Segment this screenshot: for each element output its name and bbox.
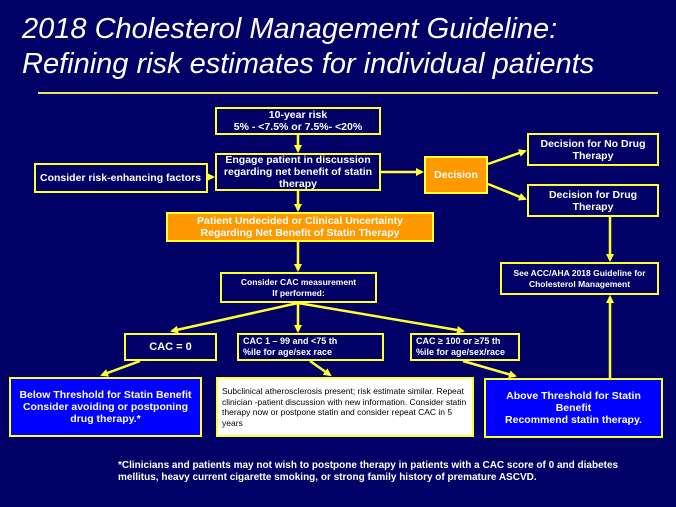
footnote: *Clinicians and patients may not wish to… <box>118 460 619 483</box>
arrow-cac100-to-above <box>462 359 517 379</box>
cac-zero-box: CAC = 0 <box>124 333 217 361</box>
ten-year-risk-box: 10-year risk 5% - <7.5% or 7.5%- <20% <box>215 107 381 135</box>
subclinical-atherosclerosis-box: Subclinical atherosclerosis present; ris… <box>216 377 474 437</box>
title-divider <box>38 92 658 94</box>
arrow-decision-to-drug <box>487 182 527 201</box>
arrow-to-caczero <box>170 301 299 334</box>
above-threshold-box: Above Threshold for Statin Benefit Recom… <box>484 378 663 438</box>
arrow-decision-to-nodrug <box>487 149 527 166</box>
arrow-caczero-to-below <box>100 359 141 377</box>
arrow-to-cac100 <box>297 301 465 334</box>
cac-1-99-box: CAC 1 – 99 and <75 th %ile for age/sex r… <box>237 333 384 361</box>
cac-measurement-box: Consider CAC measurement If performed: <box>220 272 377 303</box>
drug-therapy-box: Decision for Drug Therapy <box>527 184 659 217</box>
decision-box: Decision <box>424 156 488 194</box>
arrow-cac1-to-sub <box>309 359 332 377</box>
cac-100-box: CAC ≥ 100 or ≥75 th %ile for age/sex/rac… <box>410 333 520 361</box>
risk-enhancing-factors-box: Consider risk-enhancing factors <box>34 163 208 193</box>
title-line-2: Refining risk estimates for individual p… <box>22 48 595 80</box>
engage-patient-box: Engage patient in discussion regarding n… <box>215 153 381 191</box>
acc-aha-guideline-box: See ACC/AHA 2018 Guideline for Cholester… <box>500 262 659 295</box>
no-drug-therapy-box: Decision for No Drug Therapy <box>527 133 659 166</box>
patient-undecided-box: Patient Undecided or Clinical Uncertaint… <box>166 212 434 242</box>
title-line-1: 2018 Cholesterol Management Guideline: <box>22 13 558 45</box>
below-threshold-box: Below Threshold for Statin Benefit Consi… <box>9 377 202 437</box>
